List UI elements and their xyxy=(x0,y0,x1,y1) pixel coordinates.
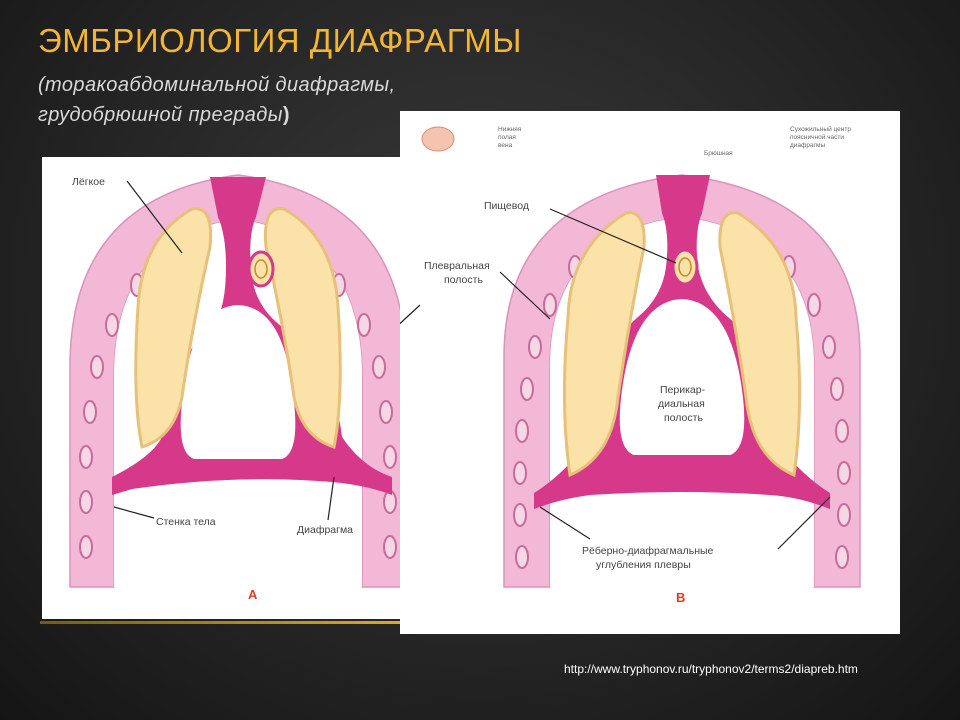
label-pleural-1: Плевральная xyxy=(424,260,490,272)
figure-b-back-panel: Нижняя полая вена Брюшная Сухожильный це… xyxy=(400,111,900,161)
figure-b-diagram: Пищевод Плевральная полость Перикар- диа… xyxy=(400,174,861,605)
figure-a-panel: Лёгкое Стенка тела Диафрагма А xyxy=(42,157,434,619)
source-link[interactable]: http://www.tryphonov.ru/tryphonov2/terms… xyxy=(564,662,858,676)
fragment-tl-1: Нижняя xyxy=(498,126,522,133)
fragment-tr-3: диафрагмы xyxy=(790,142,825,149)
label-pericardial-1: Перикар- xyxy=(660,384,706,396)
label-pericardial-3: полость xyxy=(664,412,703,424)
label-esophagus: Пищевод xyxy=(484,200,529,212)
embryo-thumbnail-icon xyxy=(421,126,455,152)
wall-vessels xyxy=(79,237,397,559)
esophagus xyxy=(247,250,275,288)
fragment-tr-1: Сухожильный центр xyxy=(790,125,851,133)
label-pleural-2: полость xyxy=(444,274,483,286)
slide-subtitle: (торакоабдоминальной диафрагмы, грудобрю… xyxy=(38,70,558,130)
figure-b-panel: Пищевод Плевральная полость Перикар- диа… xyxy=(400,157,900,634)
slide-title: Эмбриология диафрагмы xyxy=(38,22,523,59)
subtitle-line-2: грудобрюшной преграды xyxy=(38,104,283,126)
label-recess-2: углубления плевры xyxy=(596,559,691,571)
fragment-tl-3: вена xyxy=(498,142,513,149)
right-lung-b xyxy=(718,211,802,478)
fragment-tr-2: поясничной части xyxy=(790,133,844,141)
pericardial-cavity xyxy=(180,305,296,459)
label-recess-1: Рёберно-диафрагмальные xyxy=(582,545,714,557)
esophagus-b xyxy=(671,248,699,286)
figure-a-diagram: Лёгкое Стенка тела Диафрагма А xyxy=(69,174,407,602)
pericardial-cavity-b xyxy=(619,299,745,455)
subtitle-line-1: (торакоабдоминальной диафрагмы, xyxy=(38,74,396,96)
left-lung xyxy=(134,207,213,449)
figure-a-letter: А xyxy=(248,587,258,602)
label-lung: Лёгкое xyxy=(72,176,105,188)
figure-b-letter: В xyxy=(676,590,685,605)
right-lung xyxy=(263,207,342,449)
label-pericardial-2: диальная xyxy=(658,398,705,410)
left-lung-b xyxy=(562,211,646,478)
subtitle-close-paren: ) xyxy=(282,104,290,126)
label-diaphragm: Диафрагма xyxy=(297,524,353,536)
label-body-wall: Стенка тела xyxy=(156,516,216,528)
fragment-mid: Брюшная xyxy=(704,150,733,157)
fragment-tl-2: полая xyxy=(498,134,516,141)
